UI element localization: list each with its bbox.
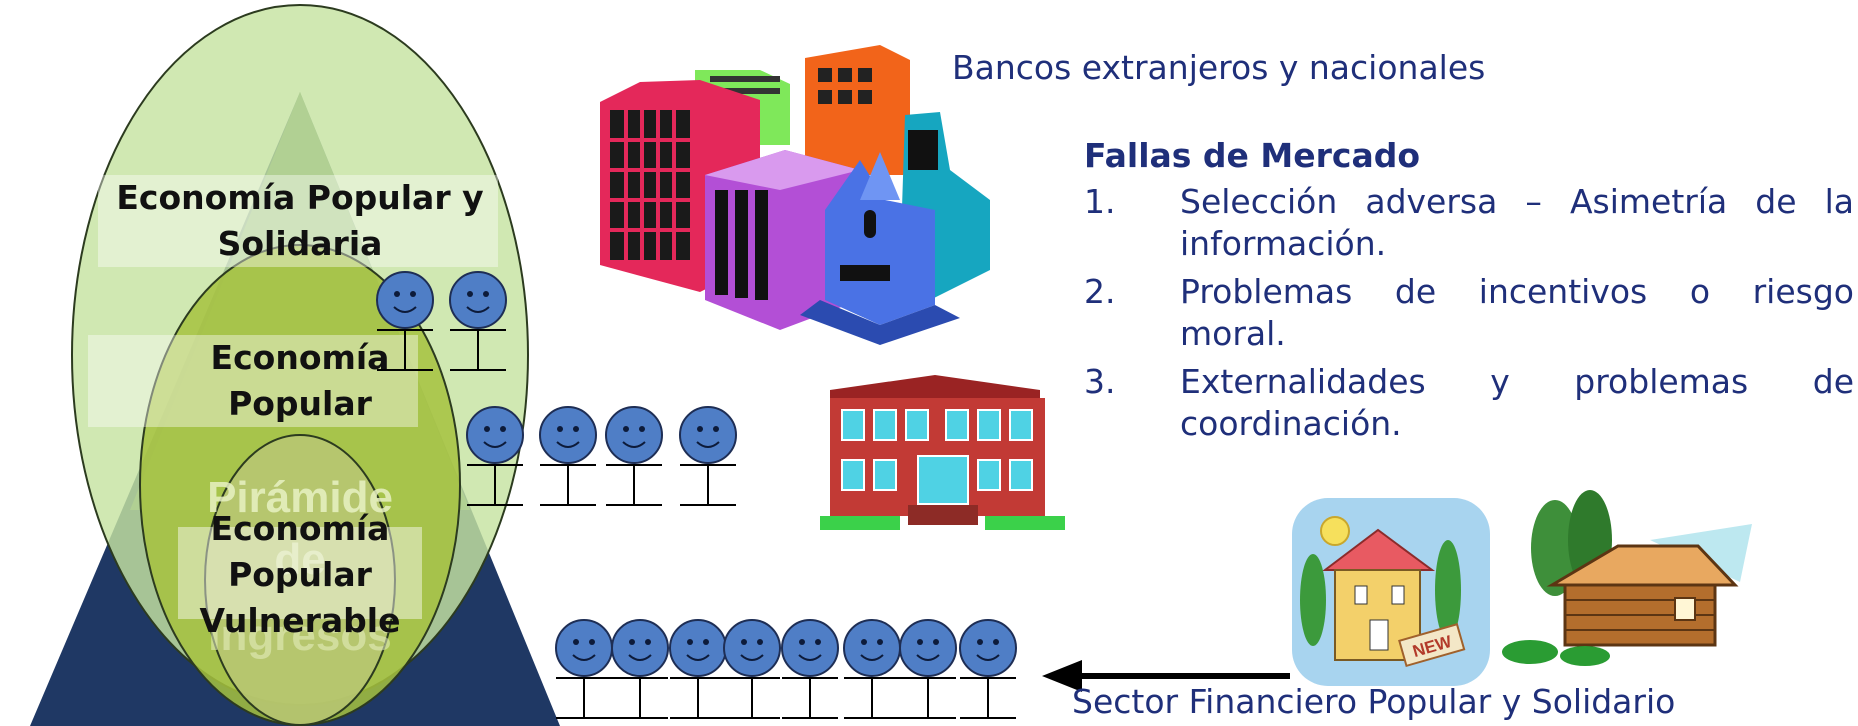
market-failure-line1: Externalidades y problemas de [1180, 362, 1854, 401]
epv-label-band [178, 527, 422, 619]
person-icon [539, 406, 597, 506]
epv-label-line3: Vulnerable [199, 601, 401, 640]
person-icon [679, 406, 737, 506]
pyramid-watermark-line2: de [274, 535, 325, 584]
person-icon [669, 619, 727, 719]
ep-label-band [88, 335, 418, 427]
person-icon [781, 619, 839, 719]
eps-label-line1: Economía Popular y [116, 178, 484, 217]
cabin-icon [1502, 490, 1765, 666]
epv-label: Economía Popular Vulnerable [170, 506, 430, 644]
epv-label-line1: Economía [210, 509, 390, 548]
bank-buildings-icon [600, 45, 990, 345]
eps-label-band [98, 175, 498, 267]
sector-financiero-label: Sector Financiero Popular y Solidario [1072, 682, 1676, 721]
new-house-icon: NEW [1292, 498, 1490, 686]
person-icon [466, 406, 524, 506]
market-failure-item: 2. Problemas de incentivos o riesgo mora… [1084, 271, 1854, 355]
person-icon [843, 619, 901, 719]
pyramid-watermark-line3: Ingresos [208, 611, 391, 660]
market-failure-line2: moral. [1180, 314, 1286, 353]
person-icon [899, 619, 957, 719]
banks-label: Bancos extranjeros y nacionales [952, 48, 1486, 87]
market-failure-line1: Problemas de incentivos o riesgo [1180, 272, 1854, 311]
ep-label: Economía Popular [160, 335, 440, 427]
epv-ellipse [204, 434, 396, 726]
person-icon [376, 271, 434, 371]
eps-label: Economía Popular y Solidaria [100, 175, 500, 267]
market-failures-box: Fallas de Mercado 1. Selección adversa –… [1084, 136, 1854, 451]
market-failures-title: Fallas de Mercado [1084, 136, 1421, 175]
eps-label-line2: Solidaria [217, 224, 383, 263]
market-failure-text: Selección adversa – Asimetría de la info… [1180, 181, 1854, 265]
ep-label-line2: Popular [228, 384, 372, 423]
person-icon [605, 406, 663, 506]
person-icon [723, 619, 781, 719]
market-failure-number: 2. [1084, 272, 1116, 311]
market-failure-line2: coordinación. [1180, 404, 1402, 443]
market-failure-number: 1. [1084, 182, 1116, 221]
market-failure-text: Externalidades y problemas de coordinaci… [1180, 361, 1854, 445]
person-icon [555, 619, 613, 719]
market-failure-text: Problemas de incentivos o riesgo moral. [1180, 271, 1854, 355]
epv-label-line2: Popular [228, 555, 372, 594]
person-icon [449, 271, 507, 371]
market-failure-number: 3. [1084, 362, 1116, 401]
person-icon [959, 619, 1017, 719]
school-building-icon [820, 375, 1065, 530]
person-icon [611, 619, 669, 719]
market-failure-line2: información. [1180, 224, 1387, 263]
arrow-left-icon [1042, 660, 1290, 692]
market-failure-item: 1. Selección adversa – Asimetría de la i… [1084, 181, 1854, 265]
pyramid-watermark-line1: Pirámide [207, 473, 393, 522]
ep-label-line1: Economía [210, 338, 390, 377]
market-failure-line1: Selección adversa – Asimetría de la [1180, 182, 1854, 221]
market-failure-item: 3. Externalidades y problemas de coordin… [1084, 361, 1854, 445]
